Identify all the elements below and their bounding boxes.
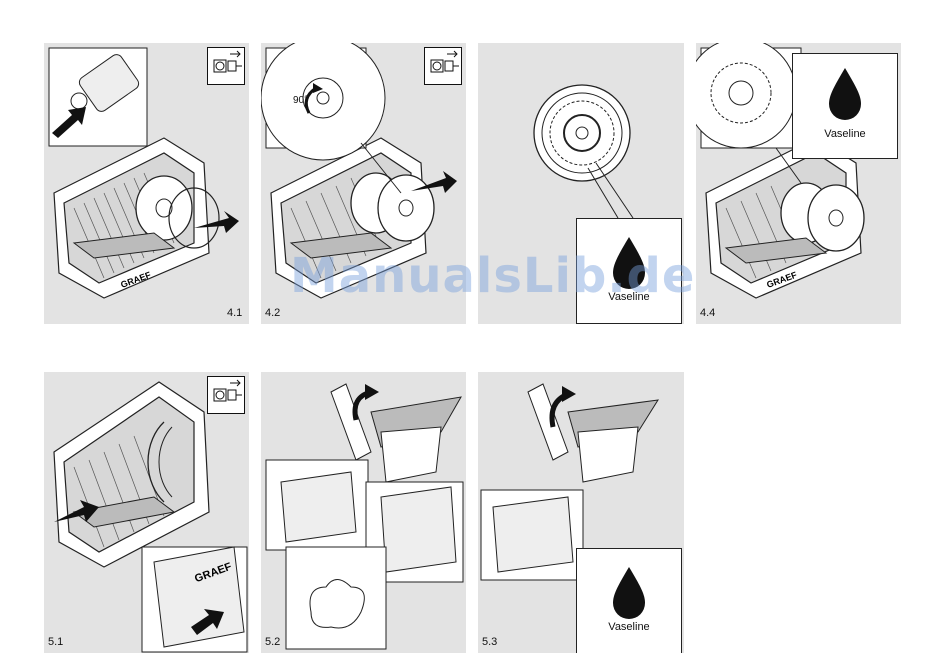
panel-4-2: 90° 4.2 [261,43,466,324]
panel-label: 5.1 [48,636,63,648]
unplug-icon [207,47,245,85]
panel-label: 4.1 [227,307,242,319]
vaseline-box: Vaseline [576,548,682,653]
panel-5-1: GRAEF 5.1 [44,372,249,653]
unplug-icon [424,47,462,85]
panel-5-2: 5.2 [261,372,466,653]
panel-5-3: Vaseline 5.3 [478,372,684,653]
unplug-icon [207,376,245,414]
vaseline-drop-icon [793,60,897,120]
vaseline-label: Vaseline [577,621,681,633]
vaseline-drop-icon [577,559,681,619]
vaseline-drop-icon [577,229,681,289]
panel-label: 4.2 [265,307,280,319]
rotation-angle: 90° [293,95,308,106]
panel-4-1: GRAEF 4.1 [44,43,249,324]
panel-label: 4.4 [700,307,715,319]
panel-label: 5.2 [265,636,280,648]
vaseline-box: Vaseline [576,218,682,324]
vaseline-box: Vaseline [792,53,898,159]
vaseline-label: Vaseline [793,128,897,140]
panel-label: 5.3 [482,636,497,648]
carriage-removal-illustration [261,372,466,653]
panel-4-4: GRAEF Vaseline 4.4 [696,43,901,324]
vaseline-label: Vaseline [577,291,681,303]
panel-4-3: Vaseline [478,43,684,324]
